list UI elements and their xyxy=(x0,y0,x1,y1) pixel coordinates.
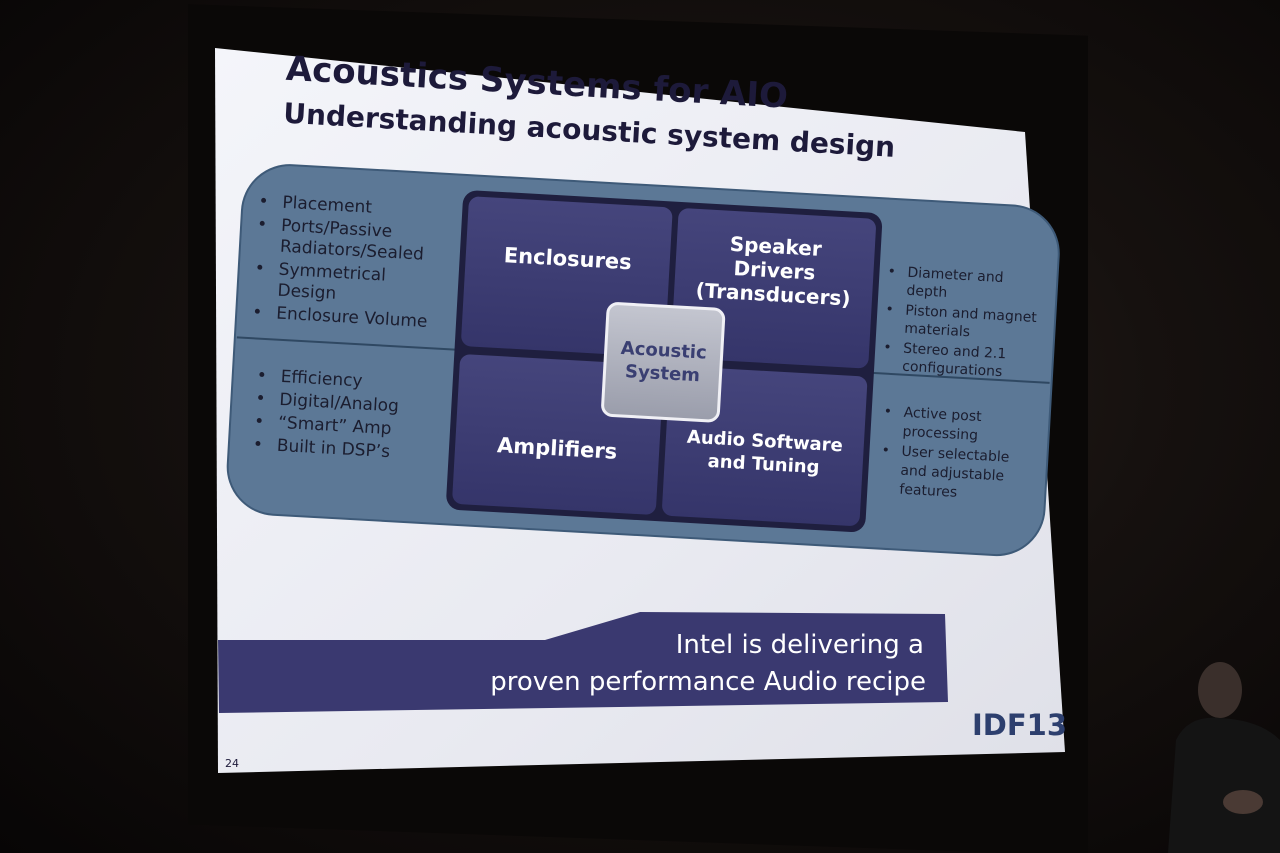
svg-text:features: features xyxy=(899,482,958,501)
svg-text:•: • xyxy=(252,434,263,455)
svg-text:Design: Design xyxy=(277,281,337,304)
idf13-logo: IDF13 xyxy=(972,708,1067,742)
svg-text:•: • xyxy=(887,264,896,280)
svg-text:•: • xyxy=(254,412,265,433)
svg-text:•: • xyxy=(252,302,263,323)
slide-number: 24 xyxy=(225,757,239,770)
svg-text:•: • xyxy=(255,389,266,410)
svg-text:•: • xyxy=(883,340,892,356)
presenter-silhouette xyxy=(1168,660,1280,853)
svg-text:•: • xyxy=(258,191,269,212)
svg-text:depth: depth xyxy=(906,283,948,301)
center-label-line2: System xyxy=(624,361,700,386)
svg-text:•: • xyxy=(256,366,267,387)
svg-text:•: • xyxy=(885,302,894,318)
svg-text:•: • xyxy=(257,214,268,235)
banner-line2: proven performance Audio recipe xyxy=(490,667,926,697)
banner-line1: Intel is delivering a xyxy=(676,630,924,660)
svg-text:•: • xyxy=(883,404,892,420)
svg-text:•: • xyxy=(254,258,265,279)
svg-text:•: • xyxy=(881,443,890,459)
